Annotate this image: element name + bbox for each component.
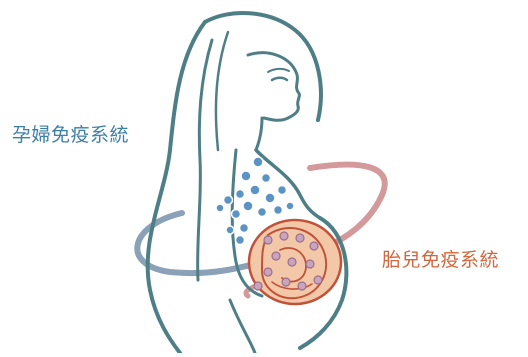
woman-neck: [256, 118, 262, 150]
fetal-cell: [310, 242, 318, 250]
fetal-cell: [254, 282, 262, 290]
maternal-cell: [226, 226, 234, 234]
maternal-cell: [216, 204, 224, 212]
fetal-cell: [288, 258, 296, 266]
maternal-cell: [278, 186, 287, 195]
woman-hair-inner-2: [216, 32, 228, 150]
woman-eye: [272, 78, 287, 80]
maternal-cell: [262, 174, 271, 183]
fetal-cell: [296, 234, 304, 242]
maternal-cell: [224, 196, 233, 205]
fetal-cell: [298, 282, 306, 290]
fetal-cell: [282, 278, 290, 286]
fetal-immune-system-label: 胎兒免疫系統: [382, 245, 499, 272]
woman-lower-body: [230, 300, 255, 353]
maternal-cell: [250, 185, 260, 195]
maternal-immune-system-label: 孕婦免疫系統: [12, 120, 129, 147]
fetal-cell: [280, 232, 288, 240]
fetal-cell: [306, 260, 314, 268]
maternal-cell: [241, 171, 251, 181]
maternal-cell: [258, 208, 267, 217]
maternal-cell: [286, 202, 294, 210]
fetal-cell: [272, 252, 280, 260]
fetal-cell: [264, 268, 272, 276]
woman-hair-inner: [198, 40, 212, 280]
maternal-cell: [274, 206, 283, 215]
maternal-cell: [240, 224, 249, 233]
woman-hair-outline: [148, 22, 205, 353]
maternal-cell: [243, 201, 253, 211]
maternal-cell: [253, 157, 263, 167]
woman-brow: [268, 69, 289, 72]
woman-hair-top: [205, 13, 321, 120]
fetal-cell: [314, 276, 322, 284]
maternal-cell: [265, 193, 275, 203]
woman-face-profile: [248, 53, 299, 121]
maternal-cell: [232, 210, 241, 219]
maternal-cell: [236, 236, 245, 245]
fetal-cell: [264, 236, 272, 244]
maternal-cell: [236, 190, 245, 199]
